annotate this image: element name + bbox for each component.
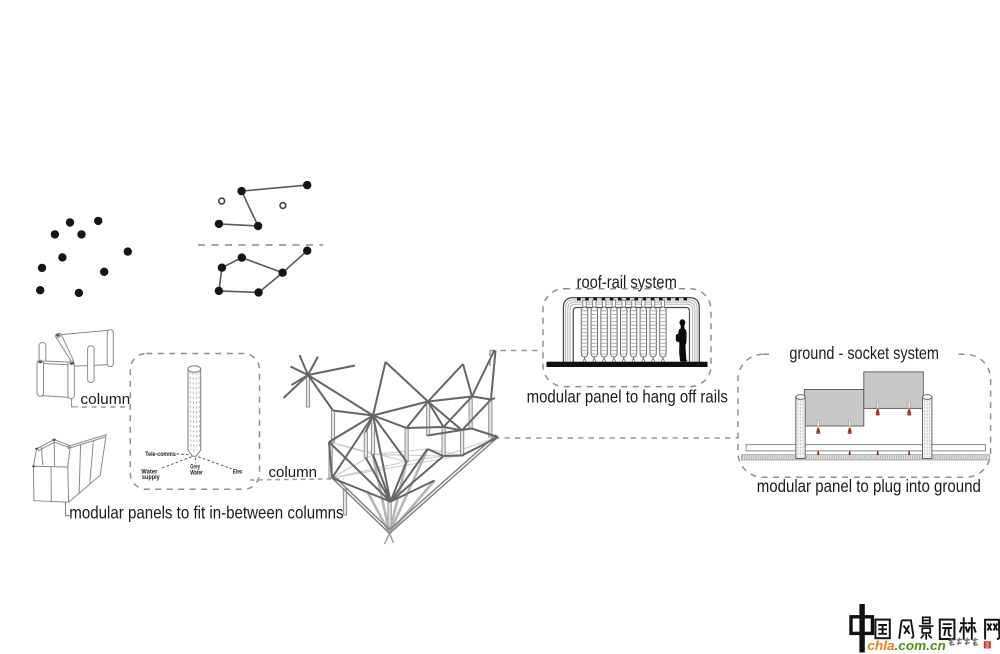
svg-text:Tele-comms: Tele-comms [145,452,176,458]
svg-text:modular panels to fit in-betwe: modular panels to fit in-between columns [69,502,344,522]
svg-text:column: column [80,392,130,408]
svg-text:ground - socket system: ground - socket system [789,343,939,363]
svg-text:column: column [269,465,318,481]
svg-text:Water: Water [141,469,158,475]
svg-text:modular panel to hang off rail: modular panel to hang off rails [527,387,729,407]
svg-text:Elec: Elec [233,469,243,475]
svg-text:roof-rail system: roof-rail system [577,272,677,292]
svg-text:Grey: Grey [190,465,200,471]
svg-text:supply: supply [142,475,160,481]
svg-text:chla.com.cn: chla.com.cn [867,639,946,653]
svg-text:modular panel to plug into gro: modular panel to plug into ground [757,476,981,496]
svg-text:Water: Water [190,470,203,476]
